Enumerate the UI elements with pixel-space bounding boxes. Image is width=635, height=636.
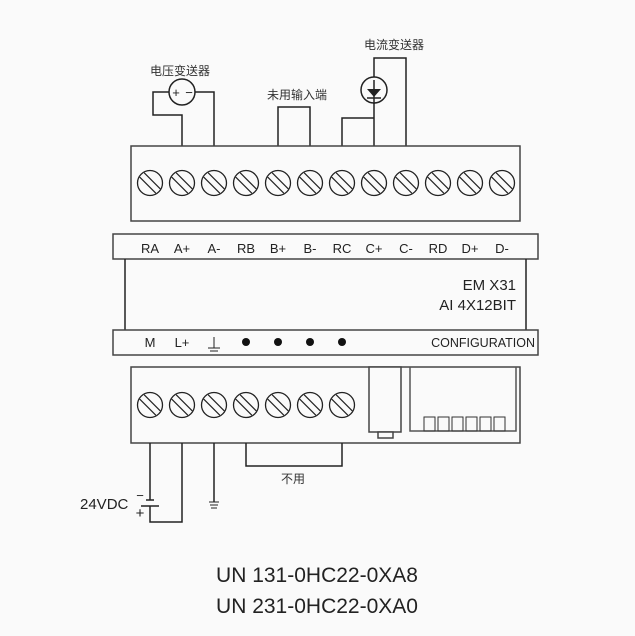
bottom-label-strip: [112, 329, 539, 356]
voltage-transmitter-label: 电压变送器: [150, 63, 210, 78]
screw-terminal-icon[interactable]: [424, 169, 452, 197]
screw-terminal-icon[interactable]: [232, 391, 260, 419]
unused-input-label: 未用输入端: [267, 87, 327, 102]
unused-input: 未用输入端: [267, 87, 327, 146]
current-transmitter: 电流变送器: [341, 37, 424, 146]
terminal-label: A+: [174, 241, 190, 256]
screw-terminal-icon[interactable]: [296, 169, 324, 197]
connector-housing: [368, 366, 402, 433]
dot-terminal-icon: [306, 338, 314, 346]
terminal-label: D-: [495, 241, 509, 256]
plus-sign: +: [172, 85, 180, 100]
top-terminal-block: [130, 145, 521, 222]
dip-switch[interactable]: [479, 416, 492, 432]
terminal-label: RD: [429, 241, 448, 256]
battery-minus: −: [136, 488, 144, 503]
top-label-strip: [112, 233, 539, 260]
ground-icon: [208, 337, 220, 352]
screw-terminal-icon[interactable]: [232, 169, 260, 197]
terminal-label: C+: [366, 241, 383, 256]
battery-plus: +: [136, 505, 145, 522]
terminal-label: RA: [141, 241, 159, 256]
terminal-label: D+: [462, 241, 479, 256]
dot-terminal-icon: [242, 338, 250, 346]
connector-tab: [377, 431, 394, 439]
current-transmitter-label: 电流变送器: [364, 37, 424, 52]
screw-terminal-icon[interactable]: [168, 391, 196, 419]
screw-terminal-icon[interactable]: [328, 391, 356, 419]
screw-terminal-icon[interactable]: [264, 391, 292, 419]
screw-terminal-icon[interactable]: [136, 169, 164, 197]
screw-terminal-icon[interactable]: [264, 169, 292, 197]
diode-icon: [367, 89, 381, 97]
screw-terminal-icon[interactable]: [328, 169, 356, 197]
terminal-label: B-: [304, 241, 317, 256]
configuration-label: CONFIGURATION: [431, 336, 535, 350]
configuration-dip-switches[interactable]: [423, 416, 506, 432]
screw-terminal-icon[interactable]: [296, 391, 324, 419]
screw-terminal-icon[interactable]: [168, 169, 196, 197]
minus-sign: −: [185, 85, 193, 100]
screw-terminal-icon[interactable]: [392, 169, 420, 197]
terminal-label: B+: [270, 241, 286, 256]
screw-terminal-icon[interactable]: [200, 391, 228, 419]
screw-terminal-icon[interactable]: [360, 169, 388, 197]
terminal-label-lplus: L+: [175, 335, 190, 350]
ground-icon: [209, 501, 219, 509]
dip-switch[interactable]: [465, 416, 478, 432]
terminal-label: A-: [208, 241, 221, 256]
module-name: EM X31: [463, 277, 516, 294]
dip-switch[interactable]: [451, 416, 464, 432]
dip-switch[interactable]: [437, 416, 450, 432]
terminal-label: RB: [237, 241, 255, 256]
module-desc: AI 4X12BIT: [439, 297, 516, 314]
dip-switch[interactable]: [423, 416, 436, 432]
model-number-2: UN 231-0HC22-0XA0: [216, 595, 418, 618]
terminal-label-m: M: [145, 335, 156, 350]
terminal-label: RC: [333, 241, 352, 256]
dot-terminal-icon: [274, 338, 282, 346]
screw-terminal-icon[interactable]: [200, 169, 228, 197]
battery-icon: [141, 499, 159, 507]
screw-terminal-icon[interactable]: [488, 169, 516, 197]
unused-label: 不用: [281, 472, 305, 486]
screw-terminal-icon[interactable]: [456, 169, 484, 197]
supply-label: 24VDC: [80, 496, 129, 513]
voltage-transmitter: 电压变送器 + −: [150, 63, 215, 146]
screw-terminal-icon[interactable]: [136, 391, 164, 419]
dot-terminal-icon: [338, 338, 346, 346]
model-number-1: UN 131-0HC22-0XA8: [216, 564, 418, 587]
dip-switch[interactable]: [493, 416, 506, 432]
terminal-label: C-: [399, 241, 413, 256]
